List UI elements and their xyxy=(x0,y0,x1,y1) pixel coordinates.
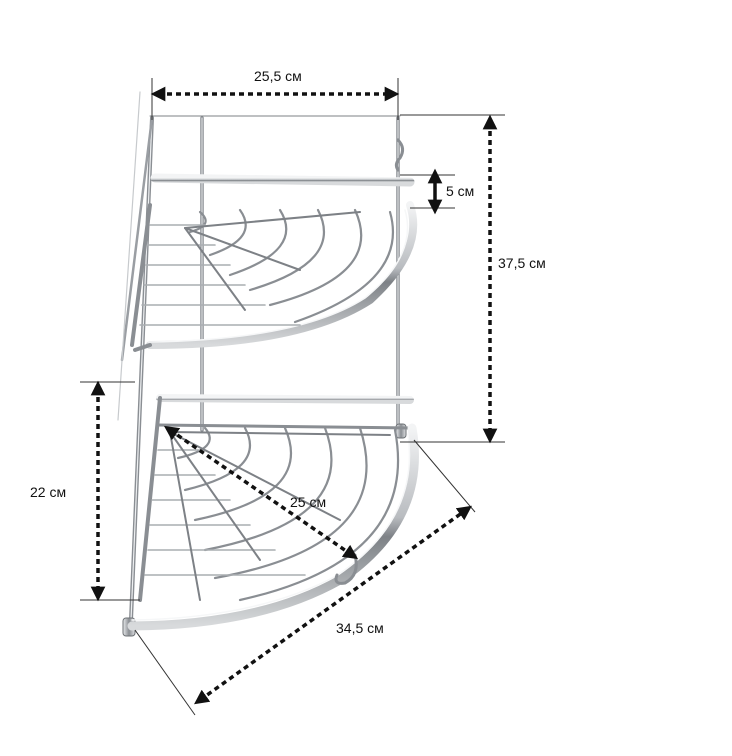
shelf-height-dimension-label: 5 см xyxy=(446,183,475,199)
double-arrow-icon xyxy=(194,505,472,705)
side-depth-dimension-label: 25 см xyxy=(290,494,327,510)
upper-shelf-basket xyxy=(130,173,418,352)
width-dimension-label: 25,5 см xyxy=(254,68,302,84)
total-height-dimension-label: 37,5 см xyxy=(498,255,546,271)
shelf-gap-dimension-label: 22 см xyxy=(30,484,67,500)
left-back-frame xyxy=(120,116,154,362)
wall-hook xyxy=(394,138,405,172)
foot-right xyxy=(395,423,407,439)
dimension-arrows xyxy=(90,86,498,705)
front-edge-dimension-label: 34,5 см xyxy=(336,620,384,636)
double-arrow-icon xyxy=(163,425,359,560)
